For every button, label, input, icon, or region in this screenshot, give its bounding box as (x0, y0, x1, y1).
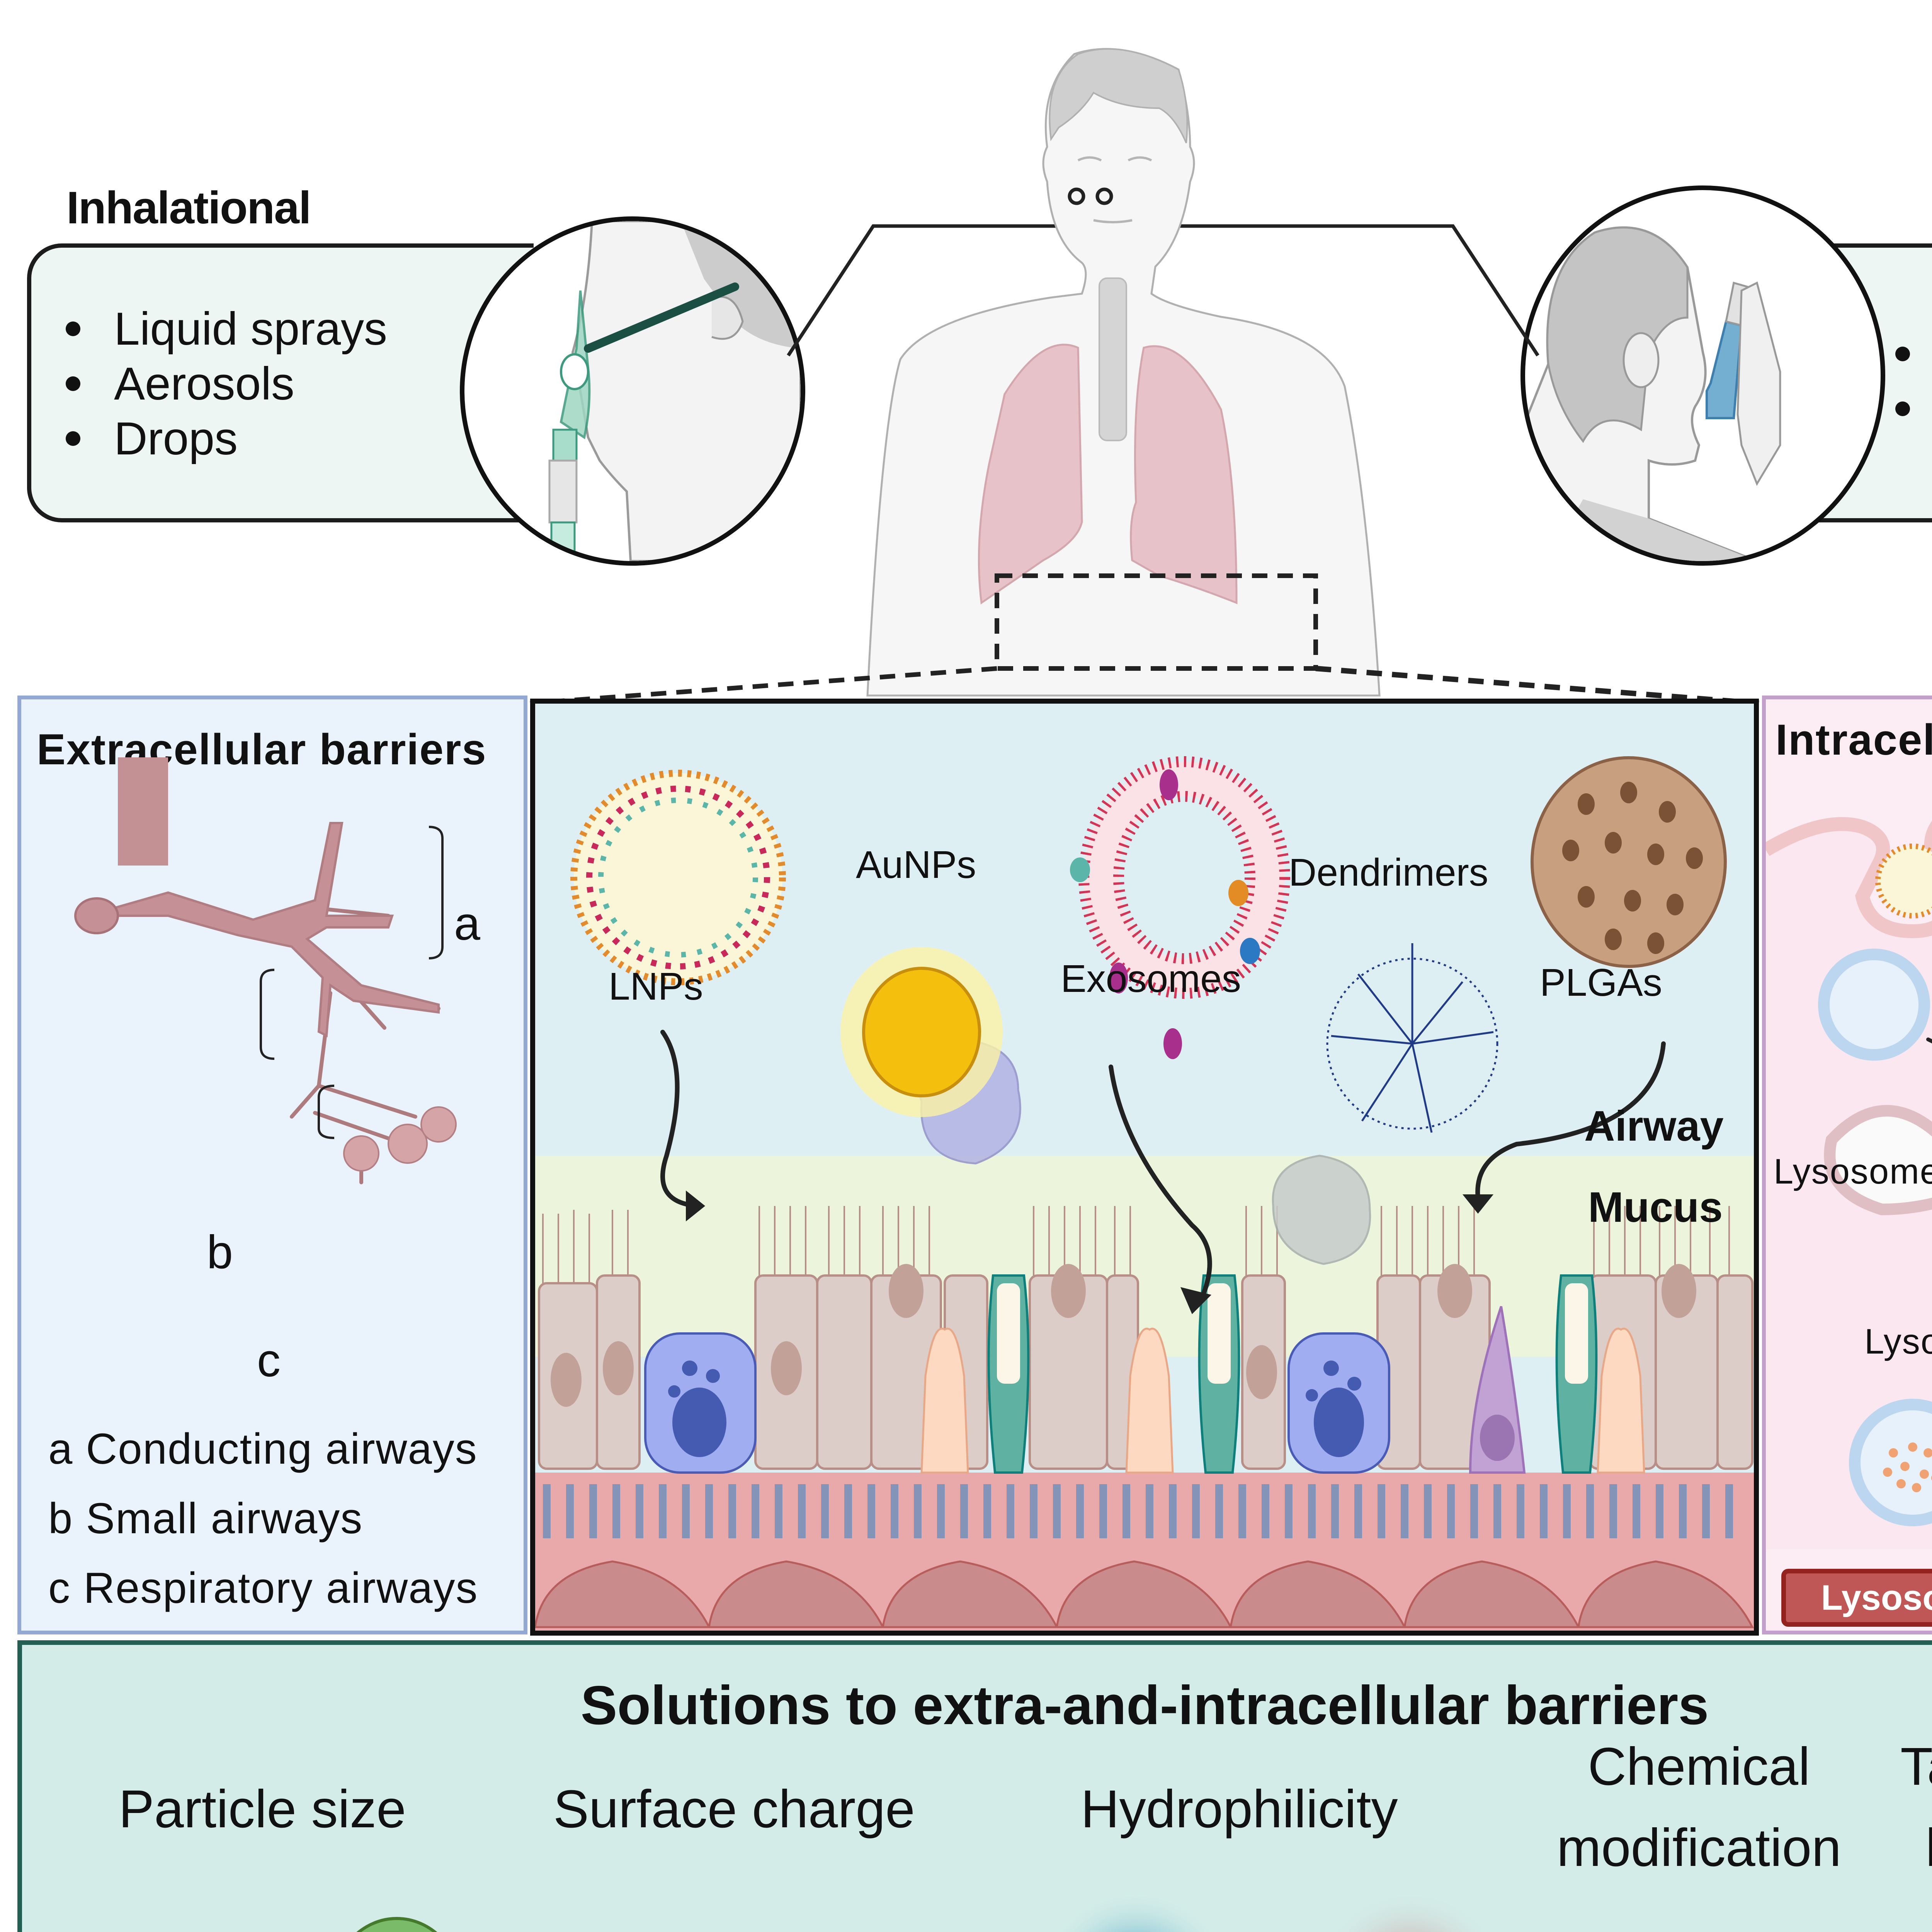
left-route-box (27, 243, 534, 522)
list-item: Dry powders (1895, 327, 1932, 381)
legend-small-airways: b Small airways (48, 1494, 363, 1543)
bracket-label-b: b (207, 1226, 233, 1278)
bracket-label-c: c (257, 1334, 281, 1386)
category-hydrophilicity: Hydrophilicity (1081, 1779, 1398, 1839)
category-chemical-modification: Chemical modification (1541, 1726, 1857, 1888)
inhaler-icon (1525, 226, 1781, 561)
category-label-line: modification (1556, 1818, 1842, 1878)
plga-particle-icon (1531, 756, 1727, 968)
category-surface-charge: Surface charge (553, 1779, 915, 1839)
airway-epithelium-icon (535, 756, 1754, 1628)
solutions-title: Solutions to extra-and-intracellular bar… (580, 1675, 1709, 1736)
particle-label-dendrimers: Dendrimers (1289, 851, 1488, 894)
human-torso-lungs-icon (866, 48, 1381, 697)
particle-label-exosomes: Exosomes (1061, 957, 1241, 1000)
bronchial-tree-icon (74, 757, 457, 1184)
mucus-layer (535, 1156, 1754, 1357)
label-lysosome: Lysosome (1774, 1152, 1932, 1191)
bracket-label-a: a (454, 897, 480, 950)
list-item: Drops (66, 411, 387, 466)
zone-label-airway: Airway (1584, 1102, 1724, 1150)
zone-label-mucus: Mucus (1588, 1184, 1723, 1231)
connector-right-line (1175, 224, 1539, 357)
legend-conducting-airways: a Conducting airways (48, 1425, 478, 1473)
left-route-list: Liquid sprays Aerosols Drops (66, 301, 387, 466)
particle-size-spheres-icon (356, 1917, 437, 1932)
extracellular-title: Extracellular barriers (37, 725, 487, 774)
list-item: Sprays (1895, 381, 1932, 436)
zoom-region-box (530, 573, 1759, 706)
solutions-icons (356, 1889, 1492, 1932)
category-label-line: Targeting (1900, 1737, 1932, 1796)
category-targeting-ligands: Targeting ligands (1877, 1726, 1932, 1888)
category-particle-size: Particle size (119, 1779, 406, 1839)
lysosomal-degradation-banner: Lysosomal Degradation (1781, 1569, 1932, 1627)
legend-respiratory-airways: c Respiratory airways (48, 1564, 478, 1612)
dendrimer-icon (1326, 943, 1498, 1133)
solutions-panel: Solutions to extra-and-intracellular bar… (17, 1640, 1932, 1932)
list-item: Liquid sprays (66, 301, 387, 356)
intracellular-title: Intracellular barriers (1776, 716, 1932, 764)
exosome-icon (1070, 756, 1290, 1059)
airway-panel: LNPs AuNPs Exosomes Dendrimers PLGAs Air… (530, 699, 1759, 1636)
nebulizer-mask-inset (460, 216, 805, 566)
left-route-title: Inhalational (66, 182, 311, 233)
connector-left-line (787, 224, 1128, 357)
particle-label-aunps: AuNPs (856, 843, 976, 886)
endocytosis-pathway-icon (1766, 817, 1932, 1549)
particle-label-lnps: LNPs (609, 965, 703, 1008)
particle-label-plgas: PLGAs (1540, 961, 1662, 1004)
extracellular-panel: Extracellular barriers a b c a Conductin… (17, 696, 527, 1634)
hydrophilicity-spheres-icon (1053, 1889, 1492, 1932)
category-label-line: ligands (1925, 1818, 1932, 1878)
nebulizer-mask-icon (548, 221, 801, 561)
lipid-nanoparticle-icon (570, 770, 786, 985)
gold-nanoparticle-icon (840, 947, 1003, 1117)
intracellular-panel: Intracellular barriers Macropinosome Lys… (1762, 696, 1932, 1634)
list-item: Aerosols (66, 356, 387, 411)
label-lysosomal-fusion: Lysosomal fusion (1864, 1322, 1932, 1361)
right-route-list: Dry powders Sprays (1895, 327, 1932, 436)
category-label-line: Chemical (1588, 1737, 1810, 1796)
